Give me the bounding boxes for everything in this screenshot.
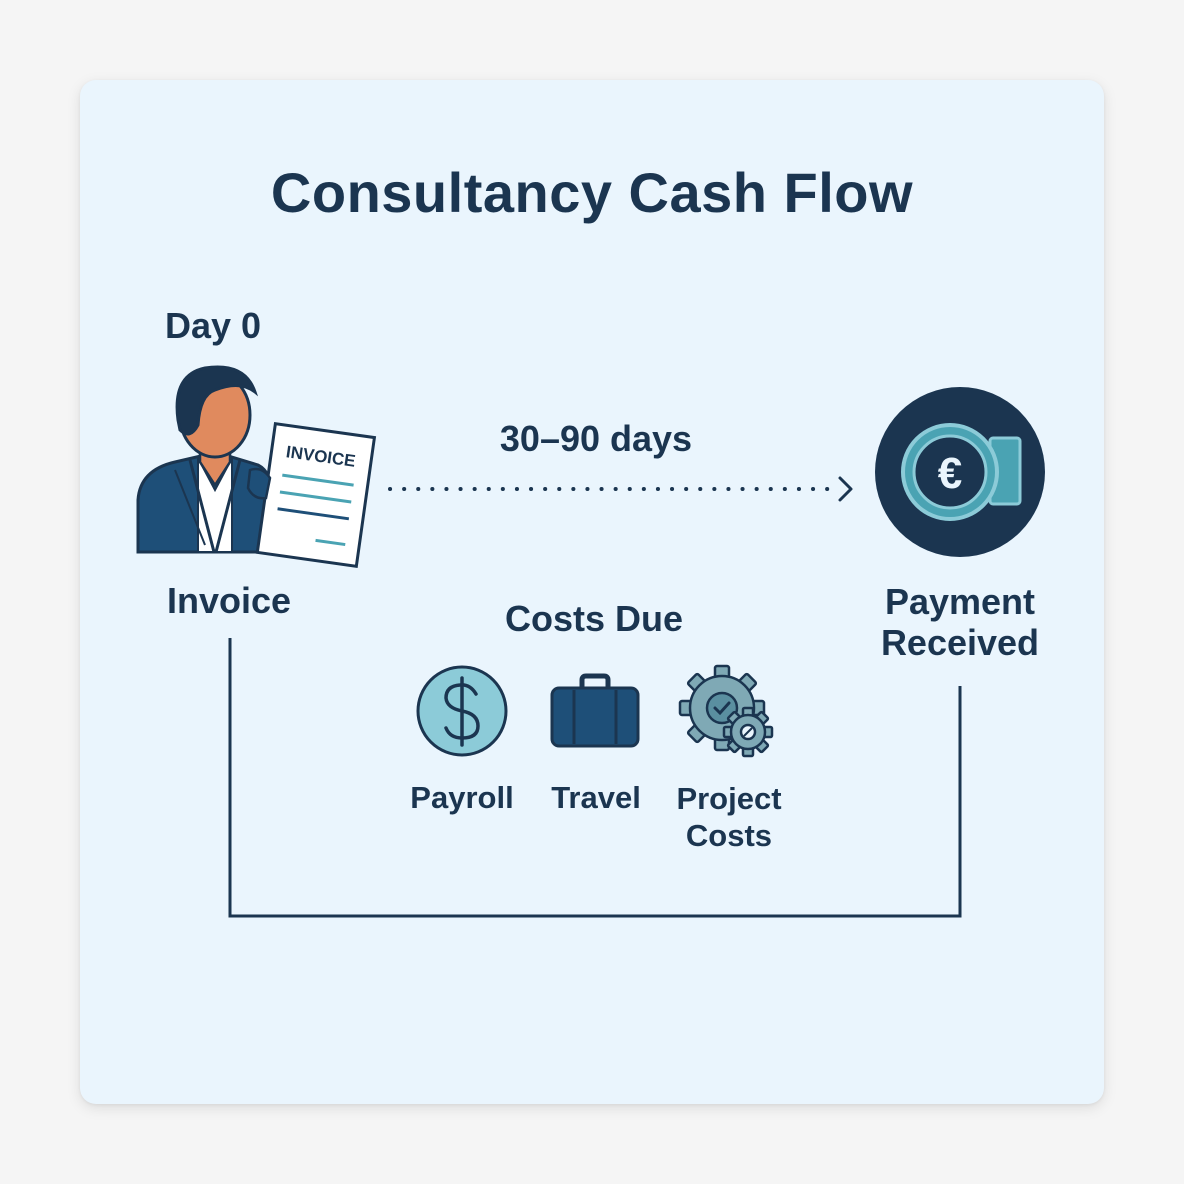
payment-label-line1: Payment bbox=[884, 581, 1036, 622]
dollar-coin-icon bbox=[416, 665, 508, 757]
dotted-arrow bbox=[388, 476, 853, 502]
timeline-bracket bbox=[228, 638, 962, 918]
duration-label: 30–90 days bbox=[499, 418, 693, 459]
euro-coin-icon bbox=[875, 387, 1045, 557]
cost-item-travel-label: Travel bbox=[551, 780, 641, 815]
diagram-card bbox=[80, 80, 1104, 1104]
day-zero-label: Day 0 bbox=[164, 305, 262, 346]
consultant-icon bbox=[136, 365, 277, 554]
hand-icon bbox=[246, 467, 272, 500]
payment-received-label: Payment Received bbox=[840, 581, 1080, 664]
project-costs-line2: Costs bbox=[685, 818, 773, 854]
payment-label-line2: Received bbox=[880, 622, 1040, 664]
diagram-title: Consultancy Cash Flow bbox=[270, 161, 914, 224]
invoice-document-icon bbox=[255, 421, 377, 569]
gears-check-icon bbox=[678, 664, 774, 758]
cost-item-payroll-label: Payroll bbox=[410, 780, 514, 815]
invoice-label: Invoice bbox=[166, 580, 292, 621]
euro-symbol: € bbox=[938, 449, 962, 498]
project-costs-line1: Project bbox=[676, 781, 782, 816]
costs-due-heading: Costs Due bbox=[504, 598, 684, 639]
briefcase-icon bbox=[550, 673, 640, 748]
cost-item-project-costs-label: Project Costs bbox=[649, 780, 809, 854]
